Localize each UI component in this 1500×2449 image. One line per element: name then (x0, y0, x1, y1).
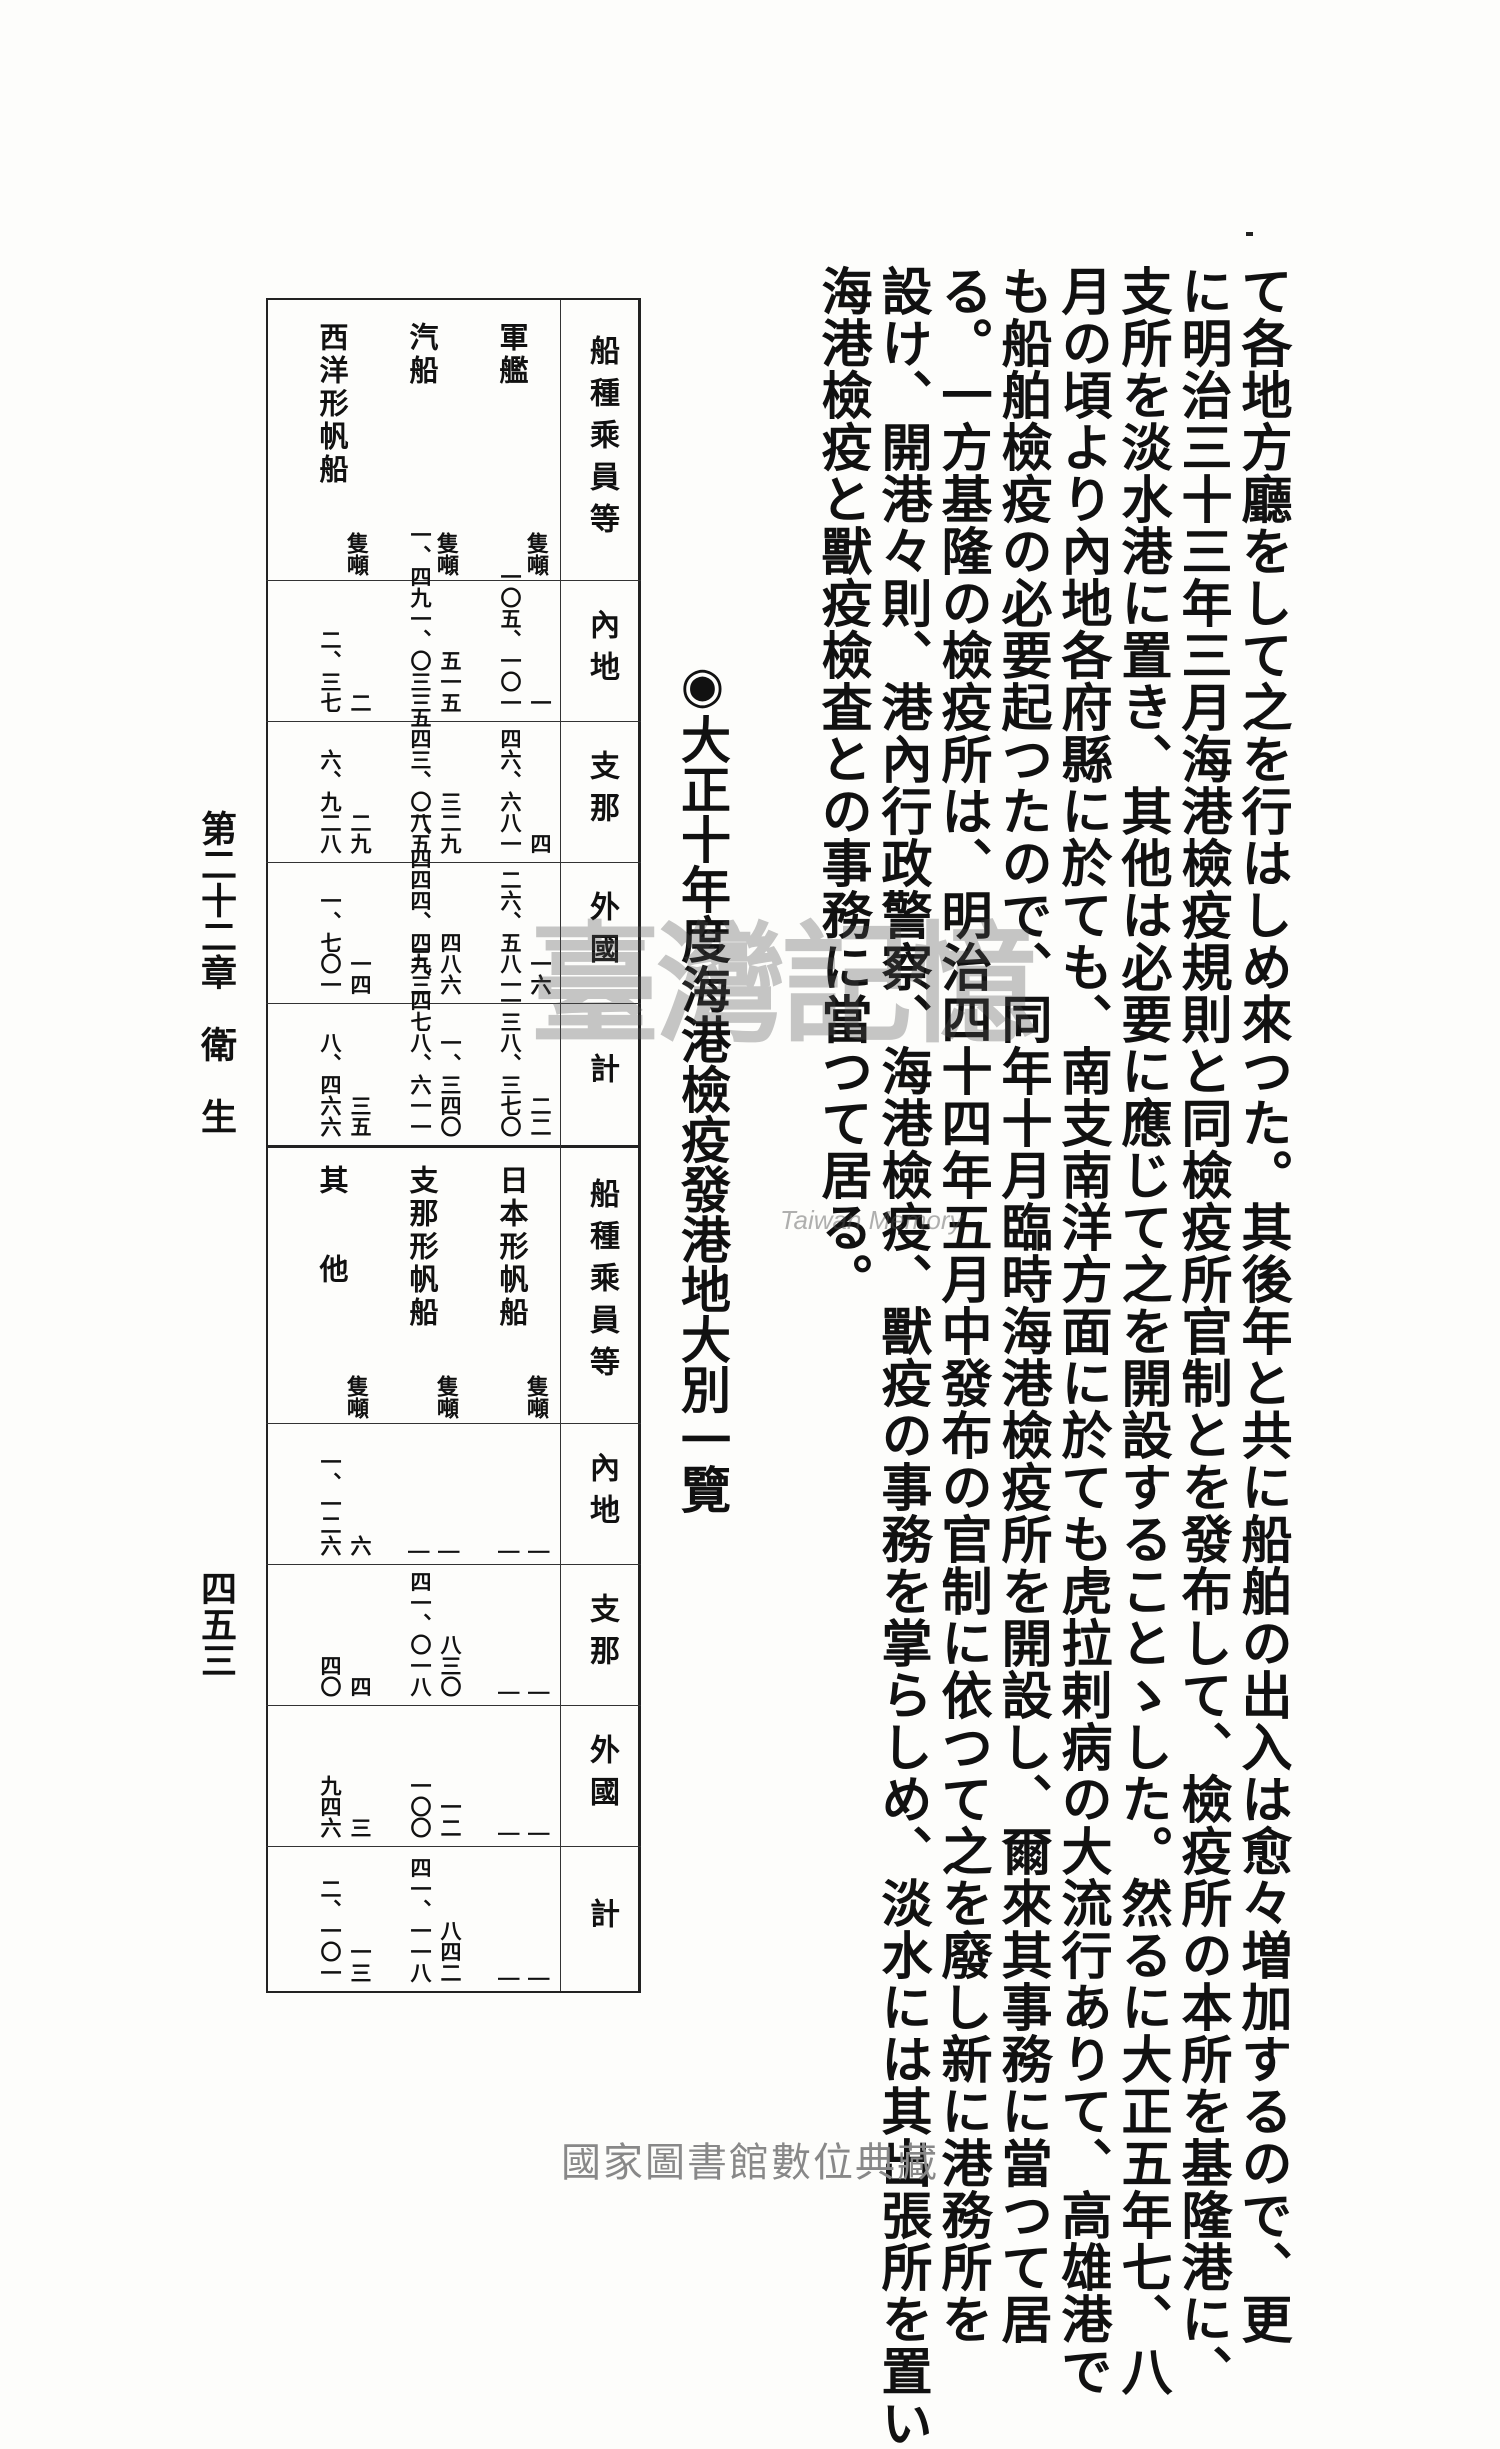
table-cell: || (498, 1830, 553, 1838)
table-cell: 四四六、六八一 (498, 728, 553, 854)
page-number: 四五三 (195, 1570, 237, 1678)
row-label-japanese-sailship: 日本形帆船 隻噸 (495, 1165, 549, 1419)
header-col-naichi-2: 內地 (584, 1451, 619, 1536)
body-column-4: 月の頃より內地各府縣に於ても、南支南洋方面に於ても虎拉剌病の大流行ありて、高雄港… (1052, 265, 1112, 2397)
table-cell: 八四二四一、一一八 (408, 1857, 463, 1983)
chapter-heading: 第二十二章 衛 生 (195, 810, 237, 1134)
header-label-2: 船種乘員等 (584, 1178, 619, 1388)
table-cell: 一三二、一〇一 (318, 1878, 373, 1983)
table-cell: 六一、一二六 (318, 1451, 373, 1556)
body-column-1: て各地方廳をして之を行はしめ來つた。其後年と共に船舶の出入は愈々増加するので、更 (1232, 265, 1292, 2345)
header-label: 船種乘員等 (584, 335, 619, 545)
table-cell: || (498, 1689, 553, 1697)
table-cell: 三九四六 (318, 1775, 373, 1838)
table-title: ◉大正十年度海港檢疫發港地大別一覽 (672, 655, 732, 1555)
watermark-logo-en: Taiwan Memory (780, 1205, 963, 1235)
table-cell: 一一〇五、一〇一 (498, 566, 553, 713)
header-col-gaikoku: 外國 (584, 890, 619, 975)
table-cell: 五一五一、四九一、〇三三 (408, 524, 463, 713)
body-column-2: に明治三十三年三月海港檢疫規則と同檢疫所官制とを發布して、檢疫所の本所を基隆港に… (1172, 265, 1232, 2397)
table-block-bottom: 船種乘員等 內地 支那 外國 計 日本形帆船 隻噸 || || || || 支那… (266, 1143, 641, 1993)
body-column-6: る。一方基隆の檢疫所は、明治四十四年五月中發布の官制に依つて之を廢し新に港務所を (932, 265, 992, 2345)
body-column-3: 支所を淡水港に置き、其他は必要に應じて之を開設することゝした。然るに大正五年七、… (1112, 265, 1172, 2397)
row-label-warship: 軍艦 隻噸 (495, 322, 549, 576)
table-cell: 二二、三七 (318, 629, 373, 713)
row-label-other: 其他 隻噸 (315, 1165, 369, 1419)
header-col-total-2: 計 (584, 1897, 619, 1940)
watermark-logo: 臺灣記憶 (530, 908, 1038, 1061)
table-cell: 一、三四〇三、四七八、六一一 (408, 948, 463, 1137)
header-col-shina: 支那 (584, 749, 619, 834)
table-cell: || (498, 1975, 553, 1983)
header-col-naichi: 內地 (584, 608, 619, 693)
table-cell: 三二九五四三、〇八五 (408, 707, 463, 854)
table-cell: 八三〇四一、〇一八 (408, 1571, 463, 1697)
table-cell: 三五八、四六六 (318, 1032, 373, 1137)
table-cell: 一二一〇〇 (408, 1775, 463, 1838)
column-dot-mark (1246, 232, 1253, 236)
statistics-table: 船種乘員等 內地 支那 外國 計 軍艦 隻噸 一一〇五、一〇一 四四六、六八一 … (266, 298, 641, 1993)
table-cell: 四四〇 (318, 1655, 373, 1697)
row-label-steamship: 汽船 隻噸 (405, 322, 459, 576)
body-column-5: も船舶檢疫の必要起つたので、同年十月臨時海港檢疫所を開設し、爾來其事務に當つて居 (992, 265, 1052, 2345)
bullet-mark: ◉ (673, 655, 732, 714)
table-block-top: 船種乘員等 內地 支那 外國 計 軍艦 隻噸 一一〇五、一〇一 四四六、六八一 … (266, 298, 641, 1148)
table-cell: 四八六一、四四四、四九三 (408, 806, 463, 995)
header-col-gaikoku-2: 外國 (584, 1733, 619, 1818)
row-label-western-sailship: 西洋形帆船 隻噸 (315, 322, 369, 576)
header-col-total: 計 (584, 1053, 619, 1095)
body-column-8: 海港檢疫と獸疫檢査との事務に當つて居る。 (812, 265, 872, 1305)
table-cell: || (498, 1548, 553, 1556)
table-cell: 一六二六、五八一 (498, 869, 553, 995)
footer-credit: 國家圖書館數位典藏 (561, 2140, 939, 2186)
table-cell: 二二一三八、三七〇 (498, 990, 553, 1137)
row-label-chinese-sailship: 支那形帆船 隻噸 (405, 1165, 459, 1419)
table-cell: 一四一、七〇一 (318, 890, 373, 995)
table-cell: || (408, 1548, 463, 1556)
header-col-shina-2: 支那 (584, 1592, 619, 1677)
body-column-7: 設け、開港々則、港內行政警察、海港檢疫、獸疫の事務を掌らしめ、淡水には其出張所を… (872, 265, 932, 2449)
table-title-text: 大正十年度海港檢疫發港地大別一覽 (673, 714, 732, 1514)
table-cell: 二九六、九二八 (318, 749, 373, 854)
